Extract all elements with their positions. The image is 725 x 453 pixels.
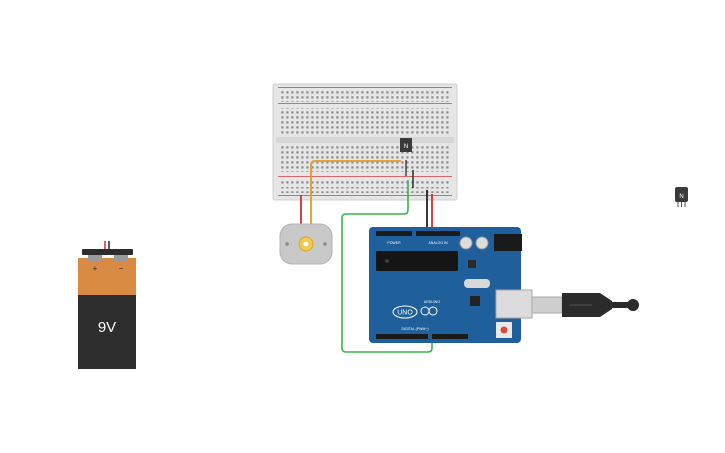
transistor-on-board[interactable]: N bbox=[400, 138, 412, 152]
terminal-strip-upper bbox=[280, 108, 450, 134]
arduino-uno[interactable]: POWER ANALOG IN UNO ARDUINO DIGITAL (PWM… bbox=[369, 227, 533, 343]
battery-terminal-plus bbox=[88, 255, 102, 261]
power-header bbox=[376, 231, 412, 236]
top-rail-holes-2 bbox=[280, 96, 450, 102]
usb-cable-strain-relief bbox=[612, 302, 630, 308]
motor-screw-right bbox=[323, 242, 327, 246]
center-channel bbox=[276, 137, 454, 143]
chip-notch bbox=[385, 259, 389, 263]
green-wire[interactable] bbox=[341, 180, 433, 353]
transistor-loose[interactable]: N bbox=[675, 187, 688, 207]
battery-plus-label: + bbox=[93, 264, 98, 273]
battery-minus-label: − bbox=[119, 264, 124, 273]
wires[interactable] bbox=[300, 160, 433, 353]
usb-plug-metal bbox=[531, 296, 563, 314]
capacitor-1 bbox=[459, 236, 473, 250]
usb-cable-end bbox=[627, 299, 639, 311]
battery-clip bbox=[82, 249, 133, 255]
usb-port[interactable] bbox=[495, 289, 533, 319]
battery-9v[interactable]: + − 9V bbox=[78, 241, 136, 369]
battery-terminal-minus bbox=[114, 255, 128, 261]
usb-chip bbox=[470, 296, 480, 306]
usb-cable[interactable] bbox=[531, 293, 639, 317]
power-jack[interactable] bbox=[494, 234, 522, 251]
breadboard[interactable] bbox=[272, 83, 458, 201]
terminal-strip-lower bbox=[280, 146, 450, 172]
crystal bbox=[464, 279, 490, 288]
capacitor-2 bbox=[475, 236, 489, 250]
analog-label: ANALOG IN bbox=[428, 241, 448, 245]
digital-header-1 bbox=[376, 334, 428, 339]
battery-body bbox=[78, 295, 136, 369]
digital-label: DIGITAL (PWM~) bbox=[401, 327, 428, 331]
analog-header-top bbox=[416, 231, 460, 236]
transistor-board-label: N bbox=[404, 144, 408, 150]
reset-button-red[interactable] bbox=[500, 326, 508, 334]
dc-motor[interactable] bbox=[279, 223, 333, 265]
orange-wire[interactable] bbox=[310, 160, 401, 226]
regulator bbox=[468, 260, 476, 268]
arduino-brand-text: ARDUINO bbox=[424, 300, 440, 304]
bottom-rail-holes-2 bbox=[280, 187, 450, 193]
battery-cap bbox=[78, 258, 136, 295]
motor-shaft-center bbox=[303, 241, 309, 247]
power-label: POWER bbox=[387, 241, 401, 245]
motor-screw-left bbox=[285, 242, 289, 246]
digital-header-2 bbox=[432, 334, 468, 339]
transistor-loose-label: N bbox=[679, 194, 683, 200]
uno-logo-text: UNO bbox=[397, 310, 413, 317]
atmega-chip bbox=[376, 251, 458, 271]
arduino-logo: UNO ARDUINO bbox=[392, 300, 440, 319]
bottom-rail-holes bbox=[280, 179, 450, 185]
battery-voltage-label: 9V bbox=[98, 319, 116, 336]
top-rail-holes bbox=[280, 89, 450, 95]
